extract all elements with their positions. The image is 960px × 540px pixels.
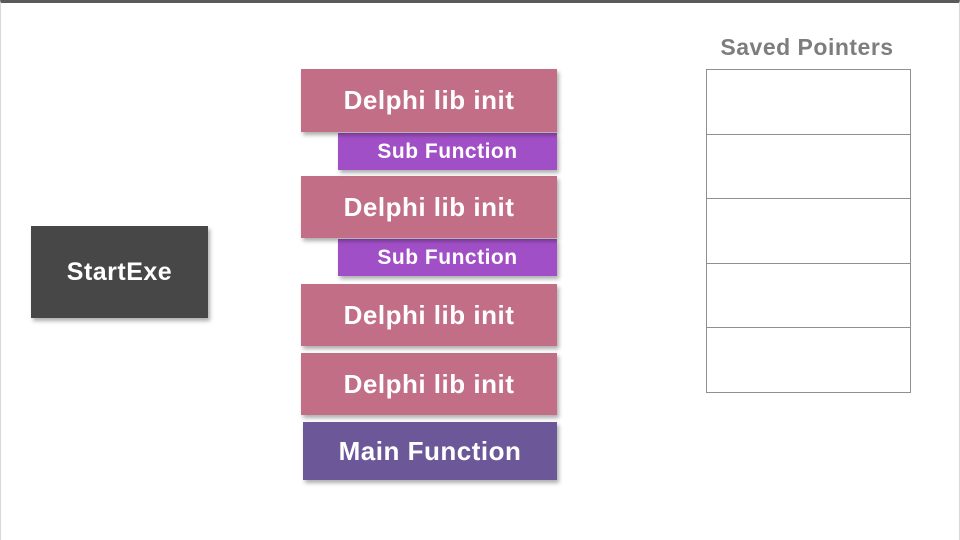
stack-box-delphi-lib-init-3: Delphi lib init xyxy=(301,284,557,346)
pointer-slot-1 xyxy=(707,70,910,135)
stack-box-label: Main Function xyxy=(338,435,522,466)
stack-box-label: Delphi lib init xyxy=(343,85,515,115)
stack-box-delphi-lib-init-4: Delphi lib init xyxy=(301,353,557,415)
pointer-slot-3 xyxy=(707,199,910,264)
stack-box-label: Sub Function xyxy=(377,139,518,163)
pointer-slot-2 xyxy=(707,135,910,200)
stack-box-sub-function-1: Sub Function xyxy=(338,133,557,170)
stack-box-label: Delphi lib init xyxy=(343,368,515,399)
saved-pointers-title: Saved Pointers xyxy=(720,34,894,60)
saved-pointers-table xyxy=(706,69,911,393)
pointer-slot-4 xyxy=(707,264,910,329)
stack-box-label: Delphi lib init xyxy=(343,299,515,330)
stack-box-sub-function-2: Sub Function xyxy=(338,239,557,276)
stack-box-delphi-lib-init-1: Delphi lib init xyxy=(301,69,557,132)
start-exe-box: StartExe xyxy=(31,226,208,318)
stack-box-main-function: Main Function xyxy=(303,422,557,480)
stack-box-label: Sub Function xyxy=(377,245,518,269)
start-exe-label: StartExe xyxy=(66,257,173,286)
pointer-slot-5 xyxy=(707,328,910,392)
stack-box-delphi-lib-init-2: Delphi lib init xyxy=(301,176,557,238)
stack-box-label: Delphi lib init xyxy=(343,191,515,222)
